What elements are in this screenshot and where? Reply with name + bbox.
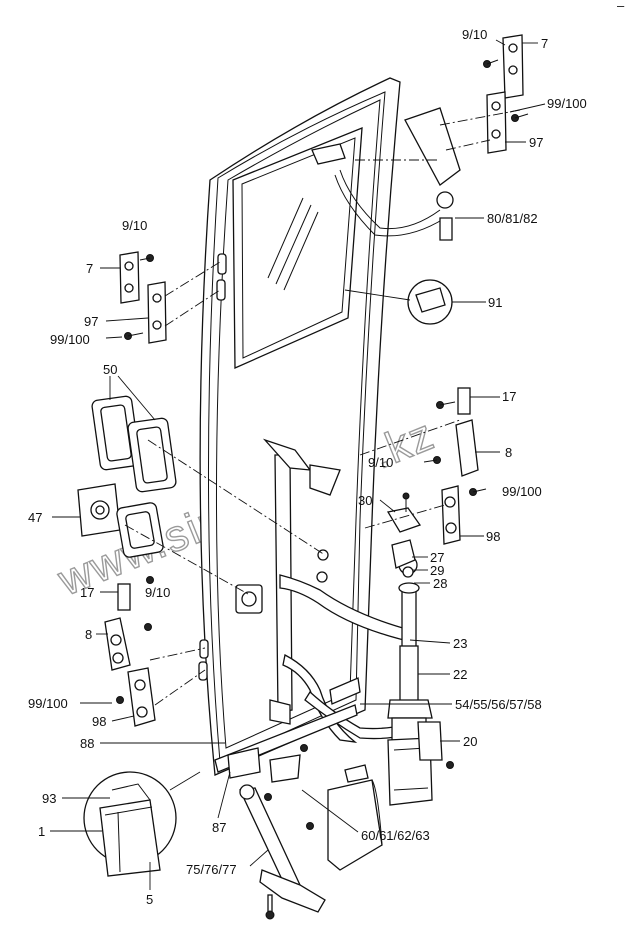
cover-box <box>269 754 383 871</box>
callout-29: 29 <box>430 563 444 578</box>
callout-93: 93 <box>42 791 56 806</box>
hinge-left <box>119 251 167 344</box>
callout-50: 50 <box>103 362 117 377</box>
gas-strut-assembly <box>387 555 443 806</box>
callout-87: 87 <box>212 820 226 835</box>
callout-22: 22 <box>453 667 467 682</box>
assembly-lines <box>124 109 521 706</box>
callout-23: 23 <box>453 636 467 651</box>
lower-arm <box>227 747 326 920</box>
callout-5: 5 <box>146 892 153 907</box>
callout-27: 27 <box>430 550 444 565</box>
callout-9-10-top: 9/10 <box>462 27 487 42</box>
callout-8-right: 8 <box>505 445 512 460</box>
callout-97-left: 97 <box>84 314 98 329</box>
upper-bracket-parts <box>386 492 422 569</box>
lock-parts <box>77 395 263 614</box>
corner-mark: – <box>617 0 625 13</box>
callout-30: 30 <box>358 493 372 508</box>
callout-91: 91 <box>488 295 502 310</box>
callout-98-right: 98 <box>486 529 500 544</box>
detail-zoom-circle <box>83 771 201 877</box>
callout-99-100-low: 99/100 <box>28 696 68 711</box>
detail-91 <box>407 279 453 325</box>
callout-60-63: 60/61/62/63 <box>361 828 430 843</box>
callout-9-10-right: 9/10 <box>368 455 393 470</box>
callout-17-right: 17 <box>502 389 516 404</box>
callout-9-10-low: 9/10 <box>145 585 170 600</box>
callout-98-left: 98 <box>92 714 106 729</box>
hinge-top-right <box>311 34 524 241</box>
leader-lines <box>50 39 546 890</box>
callout-7-top: 7 <box>541 36 548 51</box>
handrail-assembly <box>214 438 413 773</box>
hinge-right <box>441 387 479 545</box>
callout-47: 47 <box>28 510 42 525</box>
callout-9-10-left: 9/10 <box>122 218 147 233</box>
callout-17-left: 17 <box>80 585 94 600</box>
callout-28: 28 <box>433 576 447 591</box>
callout-99-100-top: 99/100 <box>547 96 587 111</box>
callout-75-77: 75/76/77 <box>186 862 237 877</box>
callout-8-left: 8 <box>85 627 92 642</box>
hinge-lower-left <box>104 583 156 727</box>
callout-labels: – 9/10 7 99/100 97 80/81/82 9/10 7 97 99… <box>28 0 625 907</box>
callout-7-left: 7 <box>86 261 93 276</box>
callout-54-58: 54/55/56/57/58 <box>455 697 542 712</box>
callout-1: 1 <box>38 824 45 839</box>
bolts <box>116 59 529 830</box>
callout-99-100-right: 99/100 <box>502 484 542 499</box>
callout-99-100-left: 99/100 <box>50 332 90 347</box>
callout-20: 20 <box>463 734 477 749</box>
callout-88: 88 <box>80 736 94 751</box>
callout-97-top: 97 <box>529 135 543 150</box>
callout-80-81-82: 80/81/82 <box>487 211 538 226</box>
